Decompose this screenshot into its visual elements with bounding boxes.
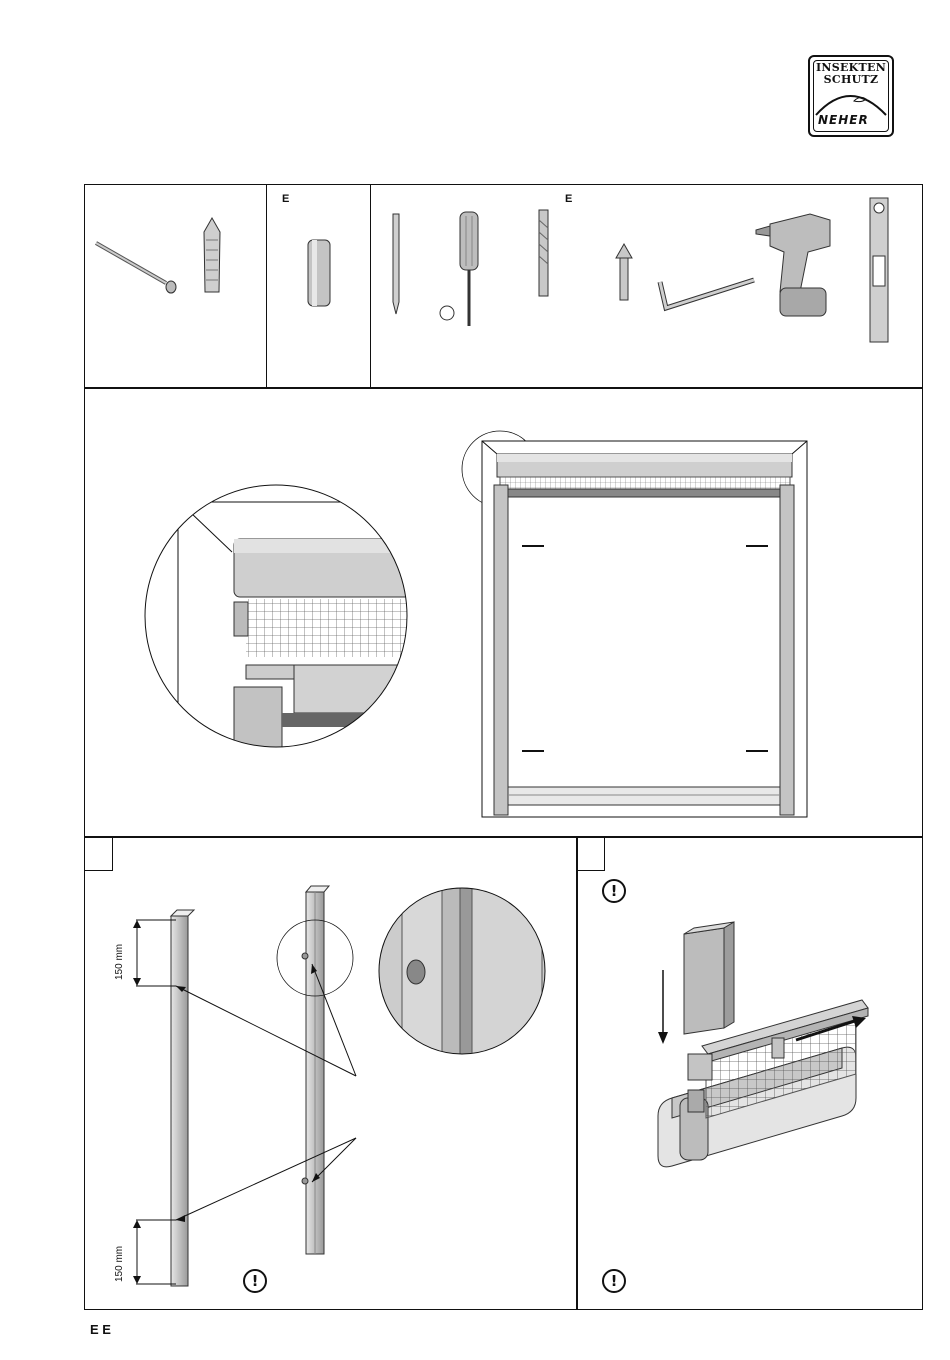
cartridge-icon xyxy=(308,240,330,306)
overview-illustration xyxy=(0,387,950,837)
dimension-bottom-label: 150 mm xyxy=(114,1246,125,1282)
screw-icon xyxy=(96,243,176,293)
dimension-top-label: 150 mm xyxy=(114,944,125,980)
tools-illustration xyxy=(0,0,950,400)
pencil-icon xyxy=(393,214,399,314)
footer-language-label: E E xyxy=(90,1322,111,1337)
hex-key-icon xyxy=(660,280,754,308)
step-a-illustration xyxy=(84,836,584,1306)
screwdriver-icon xyxy=(440,212,478,326)
punch-icon xyxy=(616,244,632,300)
step-a-warning-icon: ! xyxy=(243,1269,267,1293)
spirit-level-icon xyxy=(870,198,888,342)
wall-plug-icon xyxy=(204,218,220,292)
drill-bit-icon xyxy=(539,210,548,296)
window-frame xyxy=(482,441,807,817)
power-drill-icon xyxy=(756,214,830,316)
step-b-illustration xyxy=(576,836,921,1306)
